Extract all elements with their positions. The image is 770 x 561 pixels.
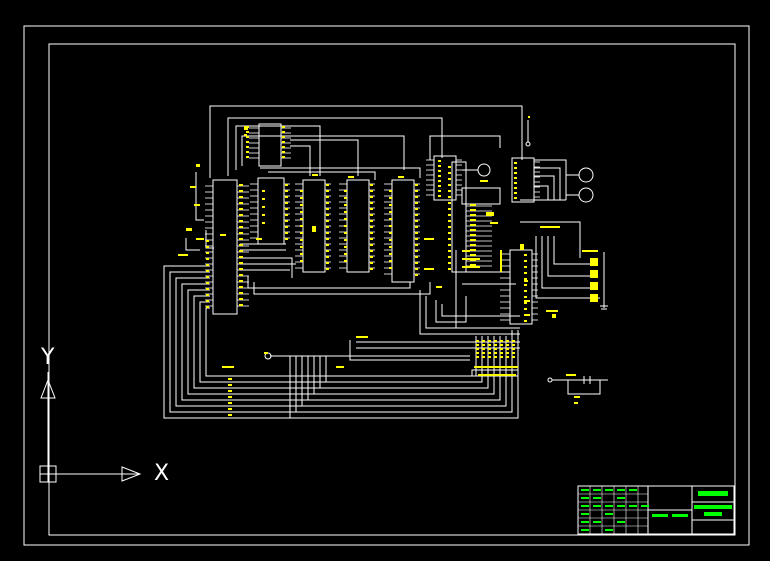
ucs-x-label: X	[154, 461, 170, 486]
ic-u11[interactable]	[461, 187, 501, 205]
title-block	[577, 485, 735, 535]
ucs-y-label: Y	[41, 345, 55, 370]
ic-u8[interactable]	[451, 161, 467, 273]
ic-u1[interactable]	[212, 179, 238, 315]
ic-u2[interactable]	[258, 123, 282, 167]
ic-u9[interactable]	[511, 157, 535, 203]
ic-u6[interactable]	[391, 179, 415, 283]
ic-u3[interactable]	[257, 177, 285, 245]
ucs-icon	[39, 372, 142, 483]
inner-border	[48, 43, 736, 536]
outer-border	[23, 25, 750, 546]
ic-u10[interactable]	[509, 249, 533, 325]
component-labels	[178, 116, 598, 416]
ic-u5[interactable]	[346, 179, 370, 273]
ic-packages	[212, 123, 535, 325]
ic-pins	[205, 127, 540, 321]
ic-u7[interactable]	[433, 155, 457, 201]
